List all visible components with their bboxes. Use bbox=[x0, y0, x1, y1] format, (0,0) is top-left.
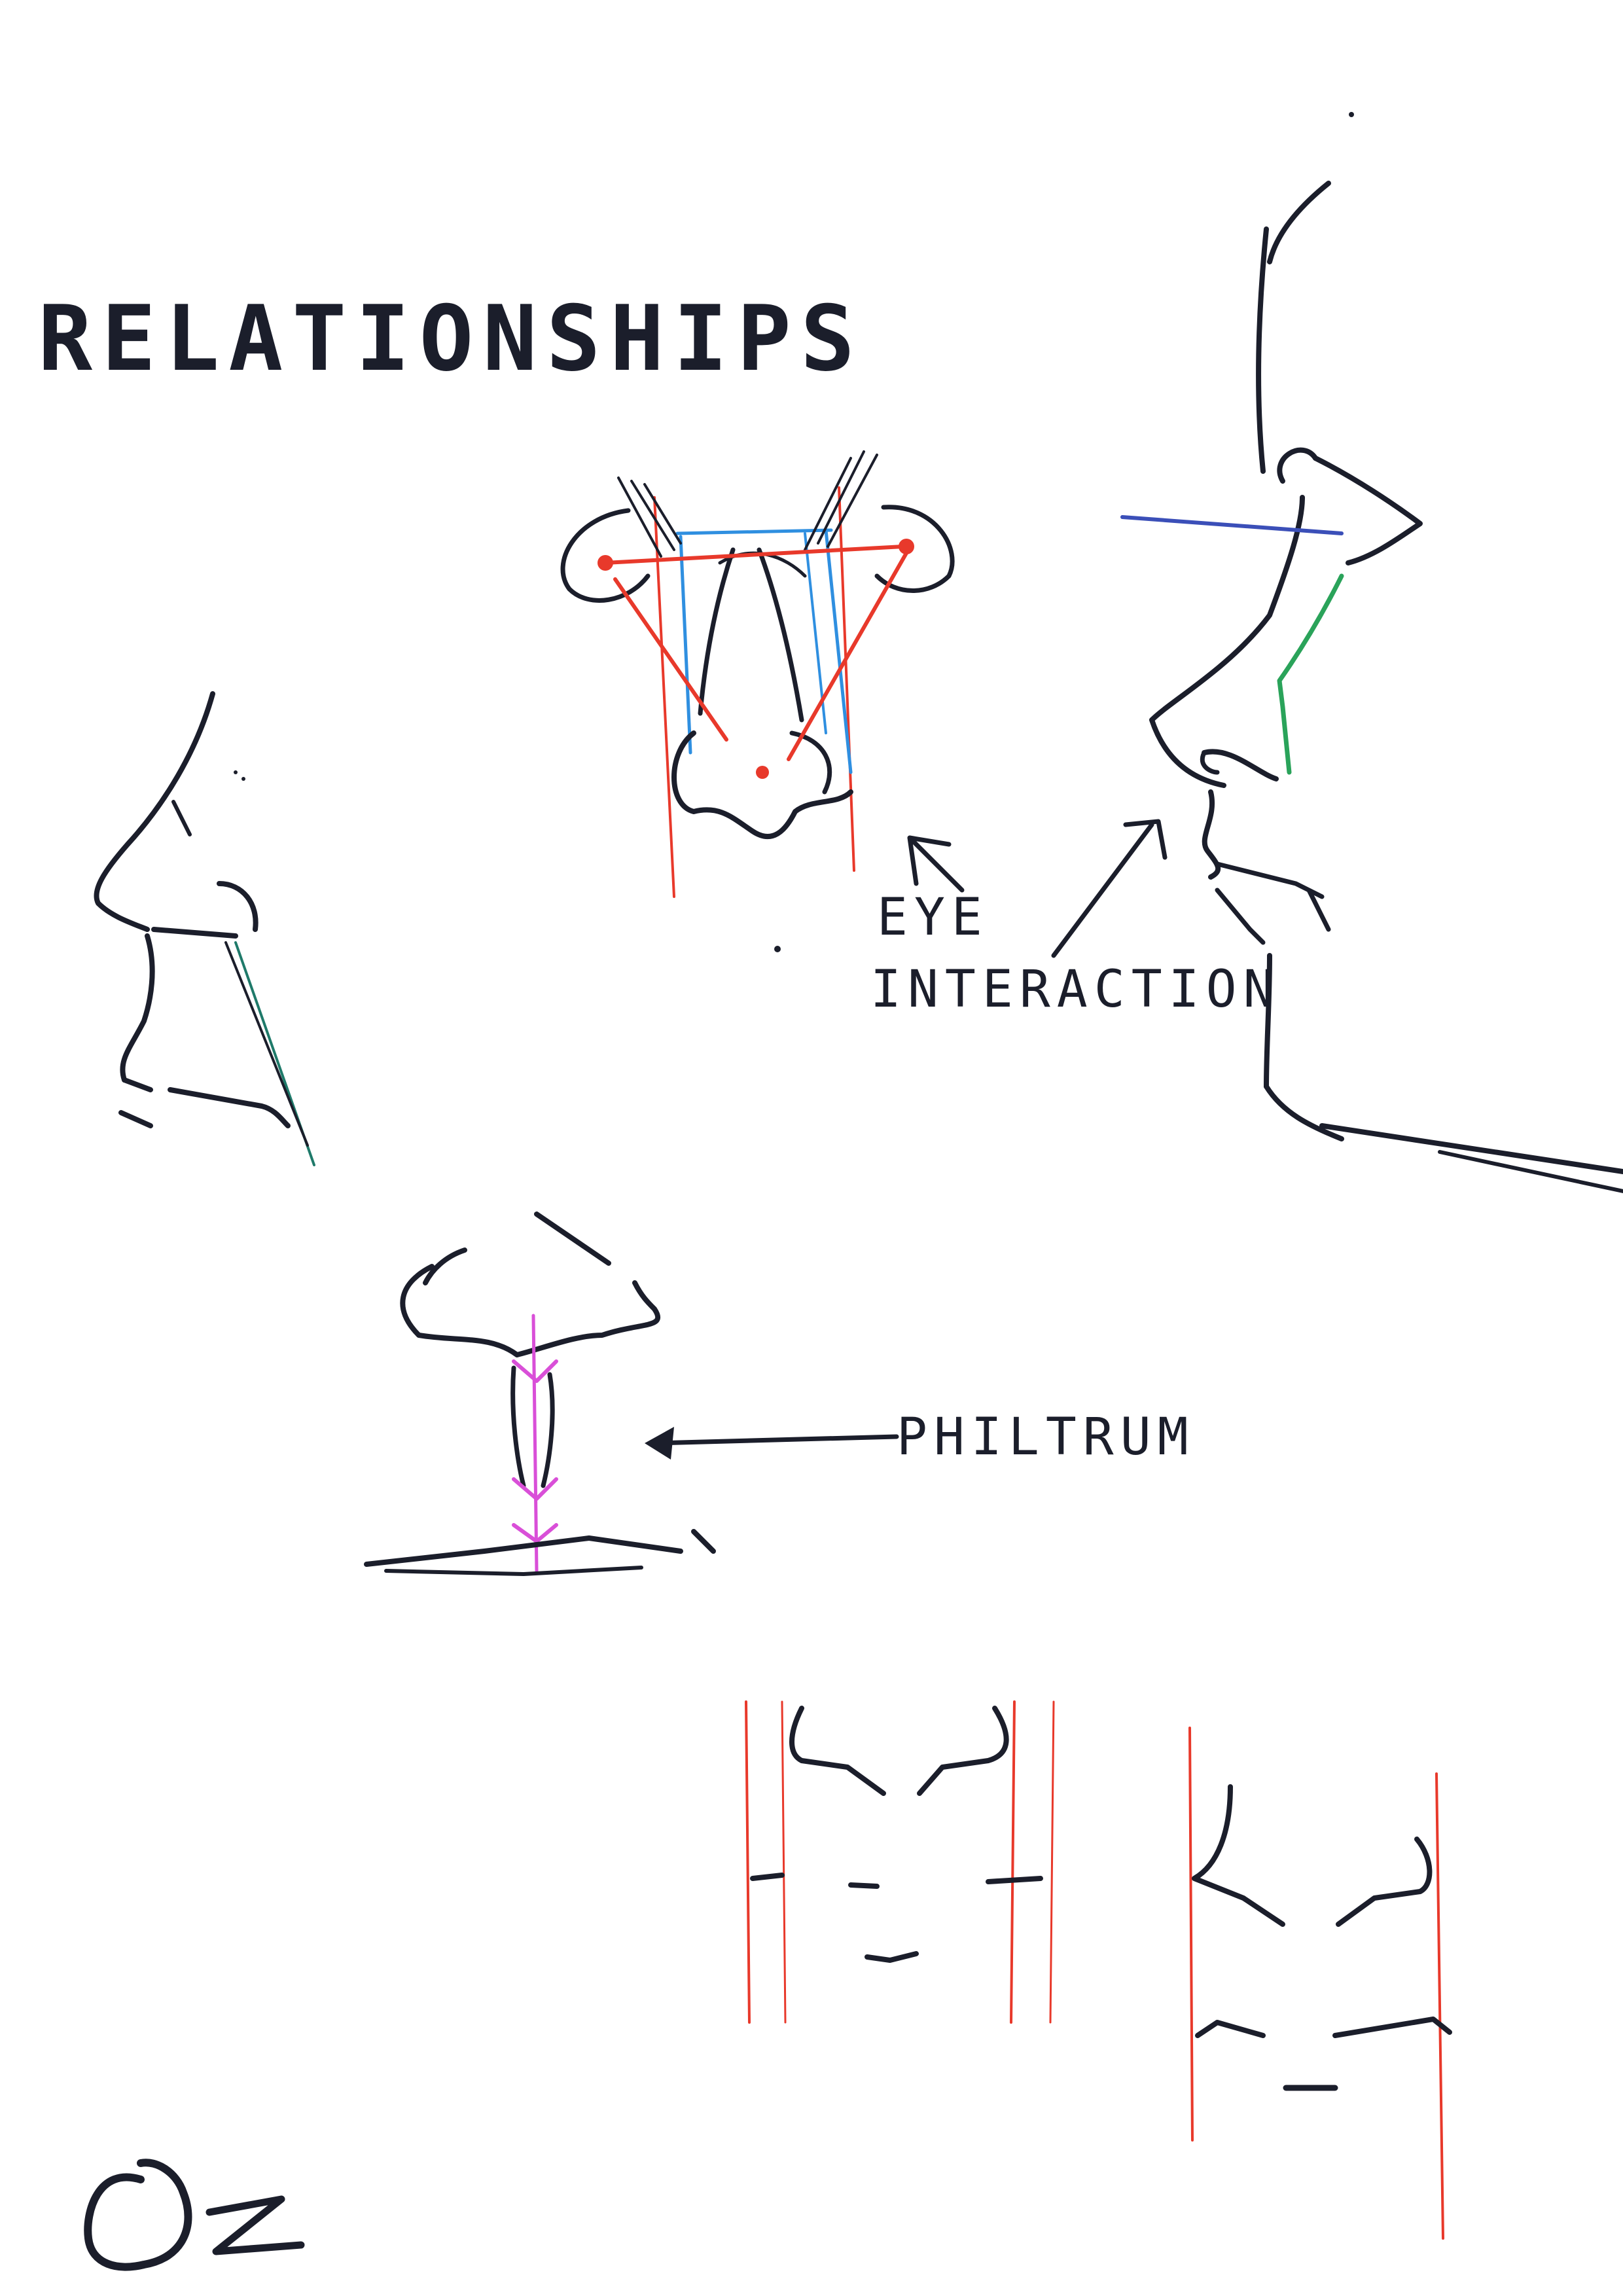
bottom-nose-sketch-2 bbox=[1188, 1727, 1452, 2240]
signature-oz bbox=[84, 2159, 305, 2271]
eye-interaction-annotation: EYE INTERACTION bbox=[870, 819, 1281, 1019]
right-profile-sketch bbox=[1120, 112, 1623, 1193]
front-nose-sketch bbox=[560, 450, 955, 898]
eye-label-line2: INTERACTION bbox=[870, 960, 1281, 1019]
stray-dot bbox=[774, 946, 781, 952]
bottom-nose-sketch-1 bbox=[745, 1700, 1055, 2024]
eye-label-line1: EYE bbox=[877, 888, 989, 947]
philtrum-label: PHILTRUM bbox=[897, 1408, 1195, 1467]
page-title: RELATIONSHIPS bbox=[38, 286, 864, 391]
left-profile-sketch bbox=[94, 691, 315, 1166]
philtrum-sketch: PHILTRUM bbox=[364, 1211, 1195, 1576]
